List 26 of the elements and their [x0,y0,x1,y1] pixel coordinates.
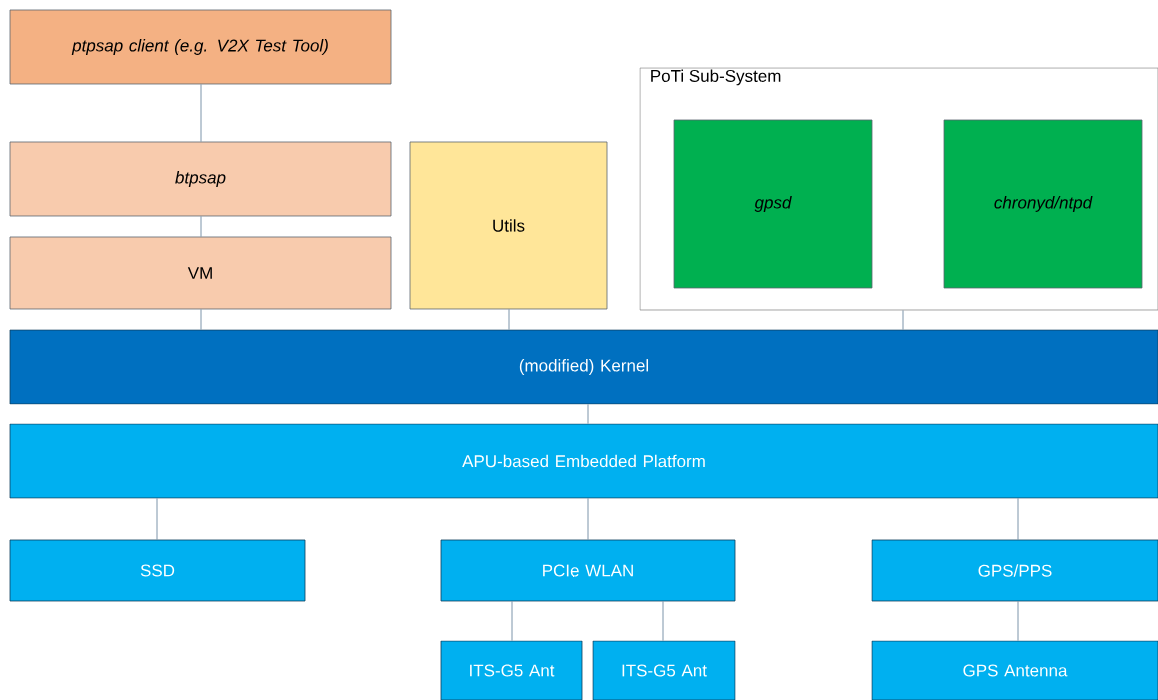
hardware-box: GPS Antenna [871,640,1158,700]
process-box: gpsd [673,119,873,289]
process-box: ptpsap client (e.g. V2X Test Tool) [9,9,392,85]
connector-line [511,601,513,641]
hardware-box: ITS-G5 Ant [440,640,583,700]
connector-line [200,309,202,330]
hardware-box: PCIe WLAN [440,539,736,602]
connector-line [156,498,158,540]
connector-line [662,601,664,641]
connector-line [587,404,589,424]
hardware-box: SSD [9,539,306,602]
hardware-box: ITS-G5 Ant [592,640,736,700]
process-box: VM [9,236,392,310]
process-box: chronyd/ntpd [943,119,1143,289]
connector-line [1017,498,1019,540]
process-box: Utils [409,141,608,310]
connector-line [200,84,202,142]
connector-line [587,498,589,540]
connector-line [200,216,202,237]
process-box: btpsap [9,141,392,217]
connector-line [508,309,510,330]
connector-line [1017,601,1019,641]
connector-line [902,310,904,330]
hardware-box: GPS/PPS [871,539,1158,602]
layer-band: APU-based Embedded Platform [9,423,1158,499]
layer-band: (modified) Kernel [9,329,1158,405]
